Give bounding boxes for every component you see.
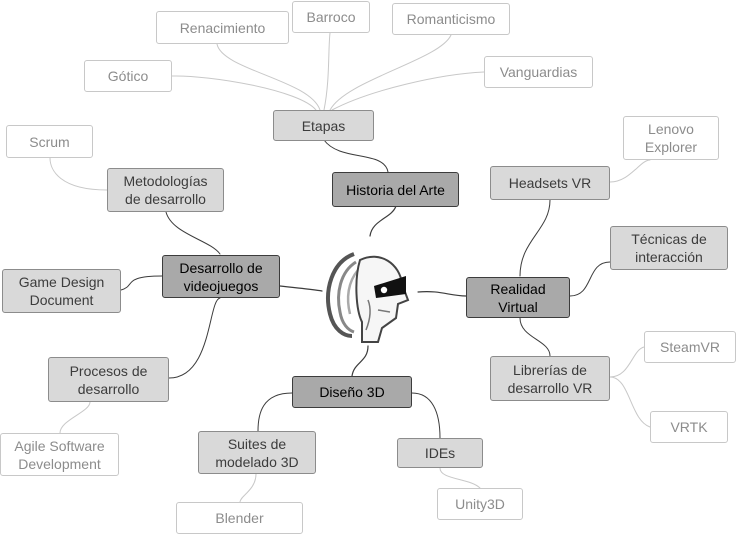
node-label: Renacimiento: [179, 19, 266, 36]
connector-etapas: [323, 139, 389, 173]
node-label-line2: Explorer: [644, 139, 698, 155]
node-label-line1: Librerías de: [513, 361, 587, 378]
node-label: Vanguardias: [499, 64, 578, 80]
node-procesos-desarrollo[interactable]: Procesos de desarrollo: [48, 357, 169, 402]
node-label: Scrum: [29, 133, 70, 150]
node-barroco[interactable]: Barroco: [292, 1, 370, 33]
node-tecnicas-interaccion[interactable]: Técnicas de interacción: [610, 226, 728, 270]
node-label-line2: Development: [18, 455, 101, 472]
node-label: Headsets VR: [508, 175, 592, 191]
node-agile-software-development[interactable]: Agile Software Development: [0, 433, 119, 476]
node-label: IDEs: [424, 445, 456, 461]
node-game-design-document[interactable]: Game Design Document: [2, 269, 121, 313]
node-label: Historia del Arte: [346, 181, 445, 198]
node-vanguardias[interactable]: Vanguardias: [484, 56, 593, 88]
node-diseno-3d[interactable]: Diseño 3D: [292, 376, 412, 408]
node-suites-modelado[interactable]: Suites de modelado 3D: [198, 431, 316, 474]
node-label-line1: Metodologías: [123, 173, 208, 189]
connector-steamvr: [609, 346, 645, 378]
node-etapas[interactable]: Etapas: [273, 110, 374, 141]
node-label: VRTK: [670, 419, 708, 435]
connector-metodologias: [165, 211, 221, 255]
node-label-line1: Lenovo: [648, 121, 694, 137]
node-ides[interactable]: IDEs: [397, 438, 483, 468]
leaf-connectors: [49, 32, 651, 503]
node-label-line2: desarrollo VR: [507, 379, 593, 396]
node-vrtk[interactable]: VRTK: [650, 411, 728, 443]
connector-blender: [239, 473, 257, 503]
node-gotico[interactable]: Gótico: [84, 60, 172, 92]
node-renacimiento[interactable]: Renacimiento: [156, 11, 289, 44]
node-label-line2: interacción: [635, 249, 703, 265]
connector-headsets: [519, 199, 551, 277]
node-label-line2: Virtual: [498, 298, 538, 315]
node-label-line1: Técnicas de: [631, 231, 707, 247]
node-headsets-vr[interactable]: Headsets VR: [490, 166, 610, 200]
node-historia-del-arte[interactable]: Historia del Arte: [332, 172, 459, 207]
node-label-line2: videojuegos: [183, 277, 259, 294]
node-label-line1: Procesos de: [69, 362, 148, 379]
knight-helmet-icon: [326, 252, 410, 343]
connector-vanguardias: [331, 71, 485, 111]
node-unity3d[interactable]: Unity3D: [437, 488, 523, 520]
node-metodologias[interactable]: Metodologías de desarrollo: [107, 168, 224, 212]
connector-agile: [59, 401, 91, 434]
connector-ides: [411, 392, 441, 439]
node-blender[interactable]: Blender: [176, 502, 303, 534]
node-realidad-virtual[interactable]: Realidad Virtual: [466, 277, 570, 318]
connector-desarrollo: [279, 285, 323, 292]
connector-barroco: [323, 32, 331, 111]
node-lenovo-explorer[interactable]: Lenovo Explorer: [623, 116, 719, 160]
node-label-line2: desarrollo: [77, 380, 140, 397]
node-label-line2: modelado 3D: [215, 453, 299, 470]
node-label-line1: Agile Software: [14, 437, 105, 454]
node-label-line1: Game Design: [18, 274, 105, 290]
node-label-line1: Desarrollo de: [179, 259, 263, 276]
node-label: Gótico: [107, 68, 149, 84]
connector-gdd: [120, 275, 163, 291]
node-scrum[interactable]: Scrum: [6, 125, 93, 158]
node-label: Blender: [215, 510, 264, 526]
connector-realidad: [417, 290, 467, 297]
node-label: Romanticismo: [406, 11, 496, 27]
connector-librerias: [519, 317, 551, 357]
node-desarrollo-videojuegos[interactable]: Desarrollo de videojuegos: [162, 255, 280, 298]
connector-historia: [369, 205, 397, 237]
node-librerias-vr[interactable]: Librerías de desarrollo VR: [490, 356, 610, 401]
secondary-connectors: [120, 139, 611, 439]
connector-romanticismo: [329, 34, 452, 111]
node-label: Etapas: [301, 117, 346, 134]
node-label: Unity3D: [455, 496, 505, 512]
node-romanticismo[interactable]: Romanticismo: [392, 3, 510, 35]
primary-connectors: [279, 205, 467, 377]
node-label: Barroco: [306, 9, 356, 25]
connector-renacimiento: [216, 43, 321, 111]
connector-vrtk: [609, 376, 651, 428]
node-steamvr[interactable]: SteamVR: [644, 331, 736, 363]
connector-diseno: [351, 345, 369, 377]
connector-tecnicas: [569, 261, 611, 297]
node-label-line2: de desarrollo: [125, 191, 206, 207]
node-label-line1: Suites de: [227, 435, 287, 452]
node-label: SteamVR: [660, 339, 720, 355]
node-label-line1: Realidad: [490, 280, 546, 297]
connector-lenovo: [609, 159, 651, 183]
connector-scrum: [49, 157, 108, 191]
connector-procesos: [168, 297, 221, 379]
node-label: Diseño 3D: [319, 384, 385, 400]
node-label-line2: Document: [29, 292, 94, 308]
connector-gotico: [171, 75, 317, 111]
connector-unity: [439, 467, 481, 489]
connector-suites: [257, 392, 293, 432]
